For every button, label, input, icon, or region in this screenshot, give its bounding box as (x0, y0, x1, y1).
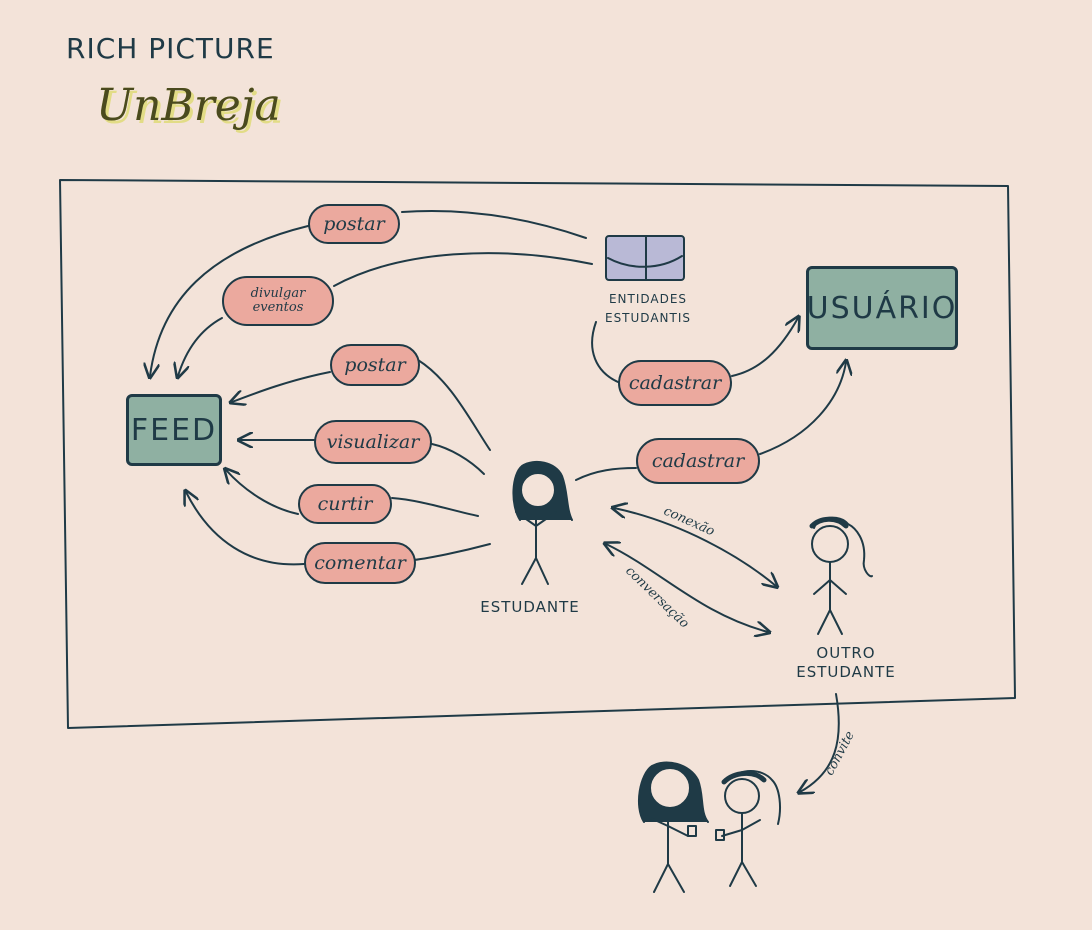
feed-box: FEED (126, 394, 222, 466)
action-divulgar-eventos: divulgar eventos (222, 276, 334, 326)
edge-divulgar-feed (178, 317, 223, 376)
edge-conversacao (606, 544, 768, 632)
edge-cadastrar-usuario (731, 318, 798, 377)
outro-estudante-label: OUTRO ESTUDANTE (796, 644, 896, 681)
edge-estudante-cadastrar (575, 467, 637, 481)
system-boundary (59, 179, 1016, 729)
edge-postar-feed (150, 225, 309, 376)
edge-estudante-visualizar (431, 443, 485, 475)
edge-estudante-comentar (413, 543, 491, 561)
edge-cadastrar-usuario-2 (759, 362, 846, 455)
edge-entidades-cadastrar (591, 321, 619, 383)
stick-figure-icon-pair-right (715, 770, 781, 887)
action-curtir: curtir (298, 484, 392, 524)
action-cadastrar-entidades: cadastrar (618, 360, 732, 406)
action-postar-entidades: postar (308, 204, 400, 244)
action-postar-estudante: postar (330, 344, 420, 386)
edge-comentar-feed (186, 492, 305, 566)
stick-figure-icon-estudante (512, 460, 573, 585)
envelope-icon (605, 235, 685, 281)
action-cadastrar-estudante: cadastrar (636, 438, 760, 484)
action-visualizar: visualizar (314, 420, 432, 464)
edge-curtir-feed (226, 470, 299, 515)
action-comentar: comentar (304, 542, 416, 584)
stick-figure-icon-outro-estudante (809, 516, 873, 635)
entidades-label: ENTIDADES ESTUDANTIS (604, 292, 691, 325)
edge-entidades-divulgar (333, 252, 593, 287)
edge-entidades-postar (401, 209, 587, 239)
page-title: RICH PICTURE (66, 32, 275, 65)
edge-convite (800, 693, 840, 792)
stick-figure-icon-pair-left (637, 761, 709, 893)
estudante-label: ESTUDANTE (480, 598, 580, 616)
usuario-box: USUÁRIO (806, 266, 958, 350)
edge-estudante-curtir (391, 497, 479, 517)
edge-postar-feed-2 (232, 371, 331, 402)
brand-logo: UnBreja (96, 80, 281, 131)
edge-estudante-postar (417, 359, 491, 451)
